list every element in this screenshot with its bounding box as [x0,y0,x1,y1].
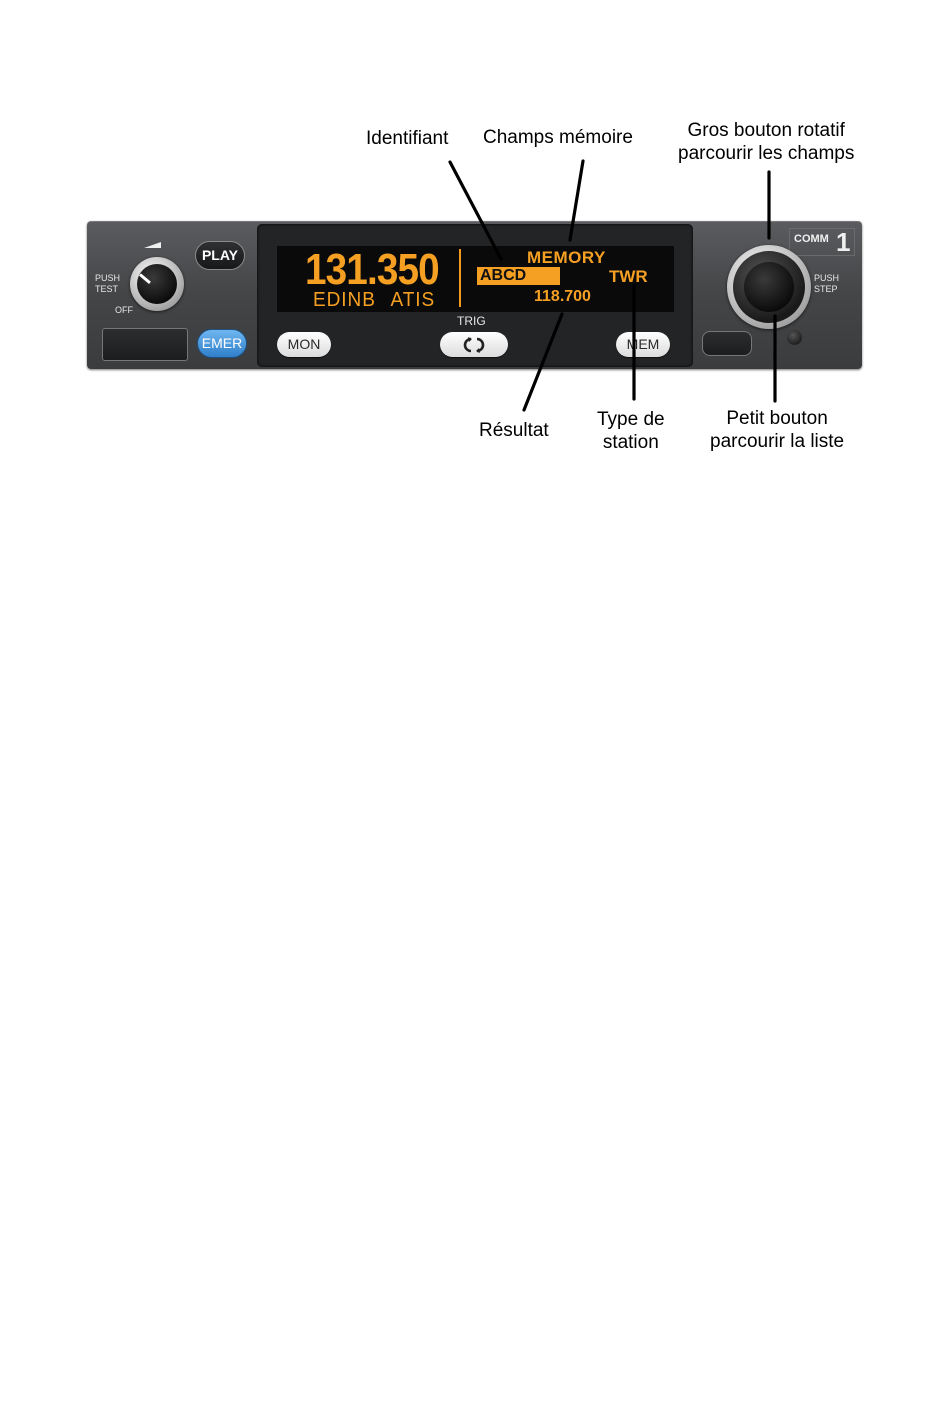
identifier-field: ABCD [477,267,560,285]
comm-unit-label: COMM 1 [789,228,855,256]
trig-button[interactable] [440,332,508,357]
callout-gros-bouton-line1: Gros bouton rotatif [678,119,854,142]
callout-gros-bouton: Gros bouton rotatif parcourir les champs [678,119,854,165]
mon-button[interactable]: MON [277,332,331,357]
push-step-step-text: STEP [814,284,839,295]
lcd-display: 131.350 EDINB ATIS MEMORY ABCD TWR 118.7… [277,246,674,312]
play-button-label: PLAY [202,247,238,263]
comm-unit-number: 1 [836,227,850,258]
active-frequency: 131.350 [305,245,439,295]
push-step-label: PUSH STEP [814,273,839,295]
volume-ramp-icon [144,242,161,248]
callout-petit-bouton-line1: Petit bouton [710,407,844,430]
comm-radio-panel: PUSH TEST OFF PLAY EMER 131.350 EDINB AT… [87,221,862,369]
volume-off-label: OFF [115,305,133,316]
result-frequency: 118.700 [534,288,591,306]
right-blank-button[interactable] [702,331,752,356]
memory-title: MEMORY [527,248,606,268]
play-button[interactable]: PLAY [195,241,245,270]
callout-petit-bouton-line2: parcourir la liste [710,430,844,453]
station-type-field: TWR [609,267,648,287]
light-sensor [787,330,802,345]
volume-push-test-label: PUSH TEST [95,273,120,295]
active-station-name: EDINB ATIS [313,289,435,312]
callout-type-station: Type de station [597,408,665,454]
left-blank-button[interactable] [102,328,188,361]
swap-arrows-icon [461,336,487,354]
mem-button[interactable]: MEM [616,332,670,357]
trig-label: TRIG [457,314,486,328]
volume-knob[interactable] [130,257,184,311]
volume-push-text: PUSH [95,273,120,284]
callout-champs-memoire: Champs mémoire [483,126,633,149]
callout-type-station-line1: Type de [597,408,665,431]
callout-petit-bouton: Petit bouton parcourir la liste [710,407,844,453]
push-step-push-text: PUSH [814,273,839,284]
mon-button-label: MON [288,336,321,352]
callout-resultat: Résultat [479,419,549,442]
emer-button-label: EMER [202,335,242,351]
volume-test-text: TEST [95,284,120,295]
comm-unit-text: COMM [794,233,829,245]
emer-button[interactable]: EMER [197,329,247,358]
callout-type-station-line2: station [597,431,665,454]
callout-identifiant: Identifiant [366,127,448,150]
display-bezel: 131.350 EDINB ATIS MEMORY ABCD TWR 118.7… [257,224,693,367]
callout-gros-bouton-line2: parcourir les champs [678,142,854,165]
small-rotary-knob[interactable] [744,262,794,312]
volume-knob-center [137,264,177,304]
mem-button-label: MEM [627,336,660,352]
large-rotary-knob[interactable] [727,245,811,329]
lcd-divider [459,249,461,307]
